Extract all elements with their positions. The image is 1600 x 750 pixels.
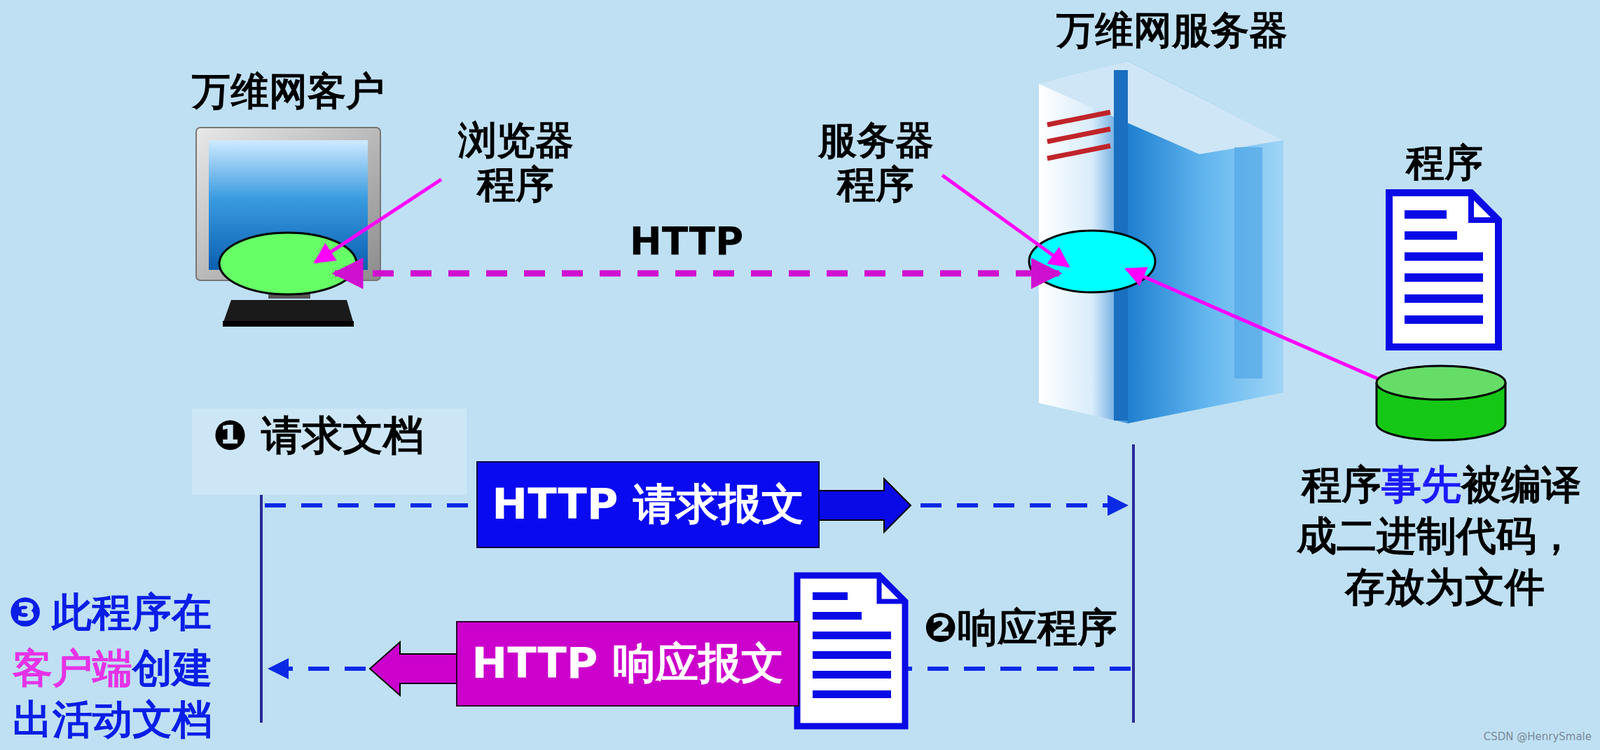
callout-number: ❸	[8, 588, 43, 635]
box-text: HTTP 请求报文	[491, 475, 805, 534]
note-text: 被编译	[1461, 460, 1582, 508]
box-text: ❶ 请求文档	[212, 408, 424, 464]
step-box: ❶ 请求文档	[191, 408, 467, 495]
label-line: CSDN @HenrySmale	[1483, 730, 1592, 743]
document-icon	[1389, 192, 1499, 347]
part-label: 程序	[1405, 140, 1484, 185]
file-cylinder	[1376, 365, 1506, 440]
label-line: 出活动文档	[12, 696, 213, 743]
step-label: ❷响应程序	[923, 603, 1118, 651]
note-text: 程序	[1301, 460, 1382, 508]
callout-label: 浏览器 程序	[451, 118, 580, 208]
note-text: 创建	[132, 644, 213, 691]
monitor-icon	[196, 127, 381, 327]
server-ellipse	[1029, 230, 1156, 293]
label-line: HTTP	[629, 219, 744, 264]
label-line: 成二进制代码，	[1296, 512, 1577, 560]
watermark: CSDN @HenrySmale	[1483, 729, 1592, 743]
note-text: 成二进制代码，	[1296, 512, 1577, 559]
note-text: 客户端	[12, 644, 133, 691]
leader-line	[1126, 269, 1399, 388]
protocol-label: HTTP	[629, 218, 744, 264]
callout-label: 服务器 程序	[811, 118, 940, 208]
note-text: 此程序在	[51, 588, 212, 635]
document-icon	[797, 575, 906, 726]
label-line: 客户端创建	[12, 645, 213, 692]
label-line: 浏览器 程序	[451, 118, 580, 208]
server-timeline	[1132, 444, 1135, 723]
label-line: 程序	[1405, 140, 1484, 185]
note-text: 事先	[1381, 460, 1462, 508]
label-line: 存放为文件	[1345, 563, 1545, 611]
response-message-box: HTTP 响应报文	[456, 620, 800, 707]
http-arrow	[334, 270, 1060, 277]
browser-ellipse	[219, 232, 357, 295]
server-title: 万维网服务器	[1056, 7, 1288, 53]
client-title: 万维网客户	[191, 68, 385, 114]
leader-line	[315, 179, 442, 262]
label-line: 万维网客户	[191, 69, 385, 114]
label-line: ❸此程序在	[8, 589, 212, 636]
label-line: 程序事先被编译	[1301, 461, 1582, 508]
note-text: 出活动文档	[12, 695, 213, 742]
note-text: 存放为文件	[1345, 563, 1545, 610]
label-line: ❷响应程序	[923, 604, 1118, 651]
box-text: HTTP 响应报文	[471, 634, 784, 693]
client-timeline	[259, 494, 263, 723]
label-line: 万维网服务器	[1056, 8, 1288, 53]
leader-line	[942, 175, 1069, 267]
label-line: 服务器 程序	[811, 118, 940, 208]
request-message-box: HTTP 请求报文	[476, 460, 820, 548]
